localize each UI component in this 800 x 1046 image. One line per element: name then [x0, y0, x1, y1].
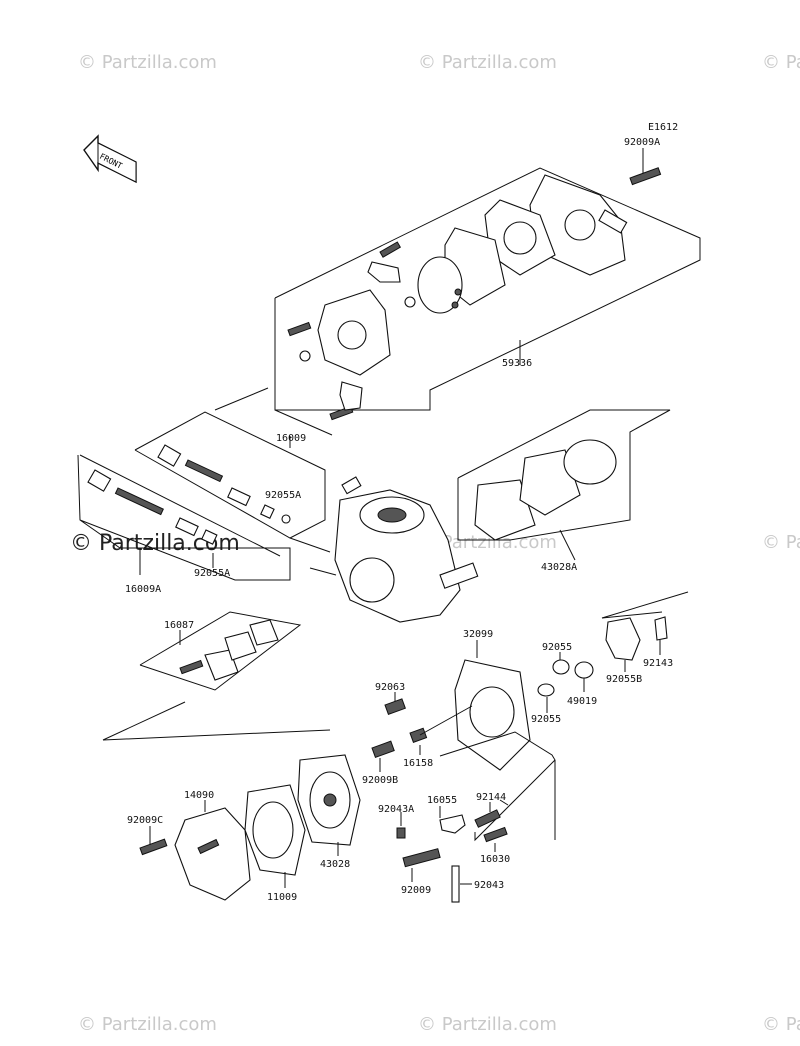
callout-11009: 11009	[267, 892, 297, 903]
callout-92009: 92009	[401, 885, 431, 896]
callout-49019: 49019	[567, 696, 597, 707]
adjust-screw-group-16009A: 16009A 92055A	[77, 454, 291, 595]
callout-32099: 32099	[463, 629, 493, 640]
callout-59336: 59336	[502, 358, 532, 369]
callout-92043A: 92043A	[378, 804, 414, 815]
carburetor-body	[309, 476, 479, 623]
callout-92055A-top: 92055A	[265, 490, 301, 501]
watermark-bottom-left: © Partzilla.com	[78, 1014, 217, 1035]
callout-92143: 92143	[643, 658, 673, 669]
watermark-middle-right: © Partzilla.com	[762, 532, 800, 553]
callout-92055B: 92055B	[606, 674, 642, 685]
needle-valve-group: 92144 16055 16030 92043A 92009 92043	[378, 731, 556, 903]
callout-16009: 16009	[276, 433, 306, 444]
diagram-code: E1612	[648, 122, 678, 133]
choke-group-16087: 16087	[139, 611, 302, 691]
callout-16087: 16087	[164, 620, 194, 631]
callout-92055A-bottom: 92055A	[194, 568, 230, 579]
gasket-group-43028A: 43028A	[457, 409, 671, 573]
callout-92009C: 92009C	[127, 815, 163, 826]
callout-92043: 92043	[474, 880, 504, 891]
adjust-screw-group-16009: 16009 92055A	[134, 411, 331, 553]
watermark-top-center: © Partzilla.com	[418, 52, 557, 73]
callout-92009B: 92009B	[362, 775, 398, 786]
watermark-top-left: © Partzilla.com	[78, 52, 217, 73]
watermarks: © Partzilla.com © Partzilla.com © Partzi…	[70, 52, 800, 1035]
callout-92063: 92063	[375, 682, 405, 693]
watermark-top-right: © Partzilla.com	[762, 52, 800, 73]
callout-92144: 92144	[476, 792, 506, 803]
watermark-bottom-right: © Partzilla.com	[762, 1014, 800, 1035]
callout-16030: 16030	[480, 854, 510, 865]
callout-43028A: 43028A	[541, 562, 577, 573]
watermark-middle-center: © Partzilla.com	[418, 532, 557, 553]
callout-16158: 16158	[403, 758, 433, 769]
fuel-pump-group: 92009A 59336	[214, 137, 701, 436]
callout-92009A: 92009A	[624, 137, 660, 148]
callout-16055: 16055	[427, 795, 457, 806]
watermark-bottom-center: © Partzilla.com	[418, 1014, 557, 1035]
callout-14090: 14090	[184, 790, 214, 801]
front-arrow-icon: FRONT	[83, 134, 137, 184]
callout-16009A: 16009A	[125, 584, 161, 595]
callout-43028: 43028	[320, 859, 350, 870]
callout-92055-lower: 92055	[531, 714, 561, 725]
pump-cover-32099-group: 32099 92055 92055 49019 92055B 92143 920…	[362, 591, 689, 786]
diaphragm-cover-group: 14090 92009C 11009 43028	[127, 754, 361, 903]
callout-92055-upper: 92055	[542, 642, 572, 653]
